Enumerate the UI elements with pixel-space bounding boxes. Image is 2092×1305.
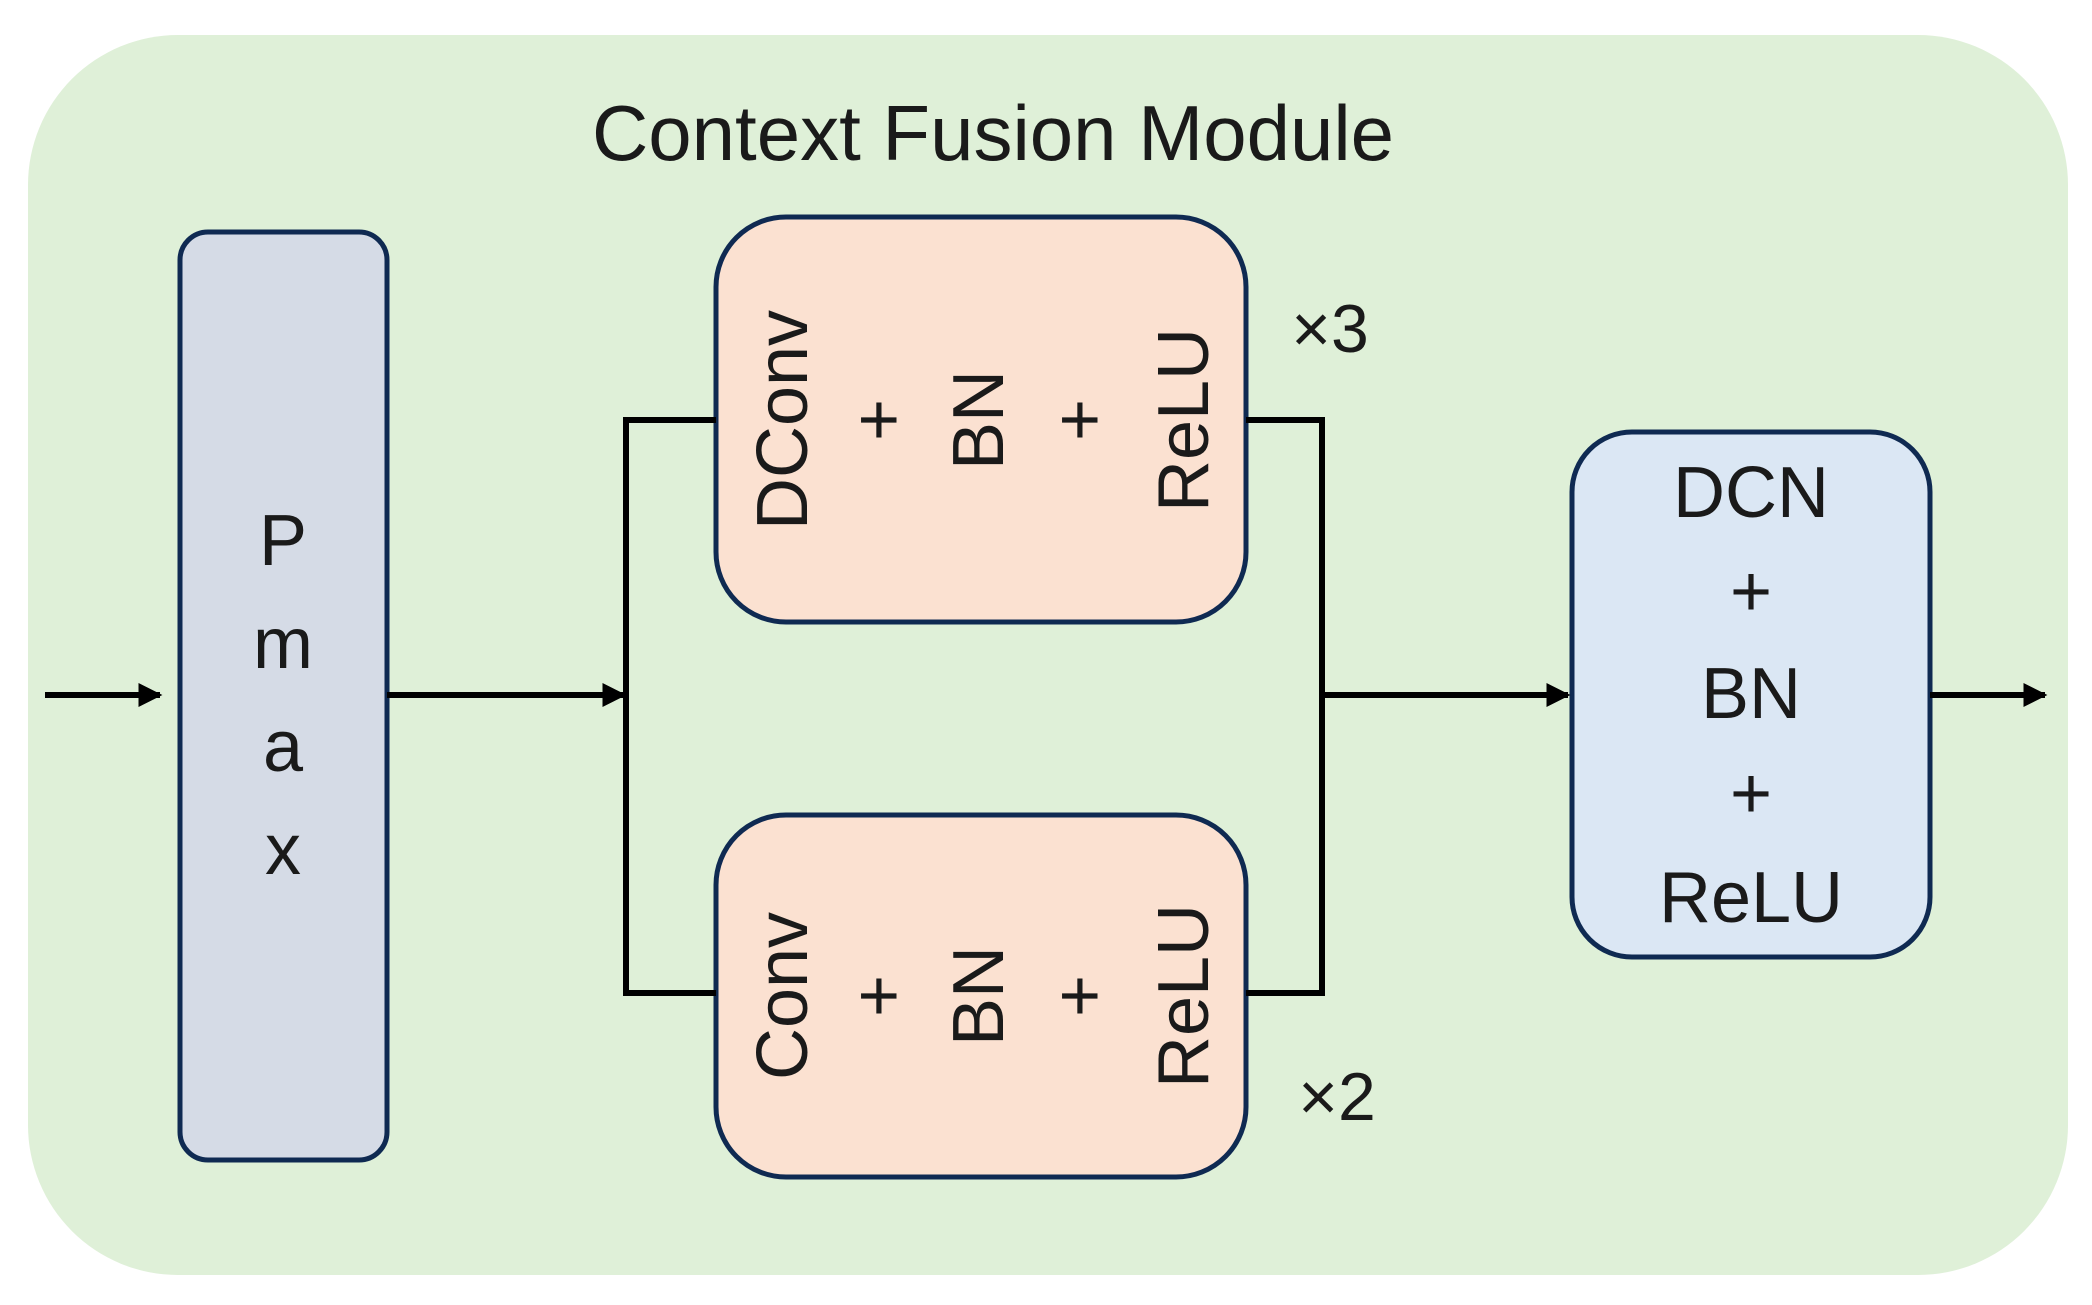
dconv-line-1: DConv [743, 310, 823, 530]
dcn-line-relu: ReLU [1659, 858, 1843, 938]
connectors [45, 417, 2048, 996]
pmax-letter-m: m [253, 604, 313, 684]
dcn-block: DCN + BN + ReLU [1569, 429, 1933, 960]
dconv-branch-block: DConv + BN + ReLU [713, 214, 1249, 625]
dconv-plus-2: + [1040, 399, 1120, 441]
pmax-block: P m a x [177, 229, 390, 1163]
dcn-plus-1: + [1730, 552, 1772, 632]
pmax-letter-a: a [263, 707, 304, 787]
conv-branch-block: Conv + BN + ReLU [713, 812, 1249, 1180]
dcn-line-bn: BN [1701, 654, 1801, 734]
dcn-plus-2: + [1730, 754, 1772, 834]
split-connector [623, 417, 716, 996]
conv-line-bn: BN [939, 946, 1019, 1046]
conv-line-relu: ReLU [1144, 904, 1224, 1088]
dconv-plus-1: + [839, 399, 919, 441]
pmax-letter-p: P [259, 501, 307, 581]
dcn-line-1: DCN [1673, 453, 1829, 533]
dconv-repeat-label: ×3 [1291, 291, 1369, 367]
module-background [28, 35, 2068, 1275]
dconv-line-relu: ReLU [1144, 328, 1224, 512]
merge-connector [1246, 417, 1325, 996]
conv-line-1: Conv [743, 912, 823, 1080]
module-title: Context Fusion Module [592, 89, 1394, 177]
conv-repeat-label: ×2 [1298, 1059, 1376, 1135]
conv-plus-2: + [1040, 975, 1120, 1017]
conv-plus-1: + [839, 975, 919, 1017]
pmax-letter-x: x [265, 810, 301, 890]
dconv-line-bn: BN [939, 370, 1019, 470]
